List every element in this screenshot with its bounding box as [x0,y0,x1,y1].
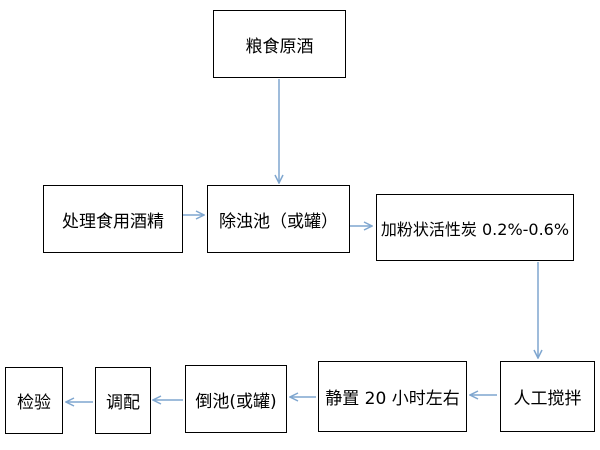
node-label: 加粉状活性炭 0.2%-0.6% [380,219,570,239]
node-grain-base-liquor: 粮食原酒 [213,10,346,78]
node-manual-stirring: 人工搅拌 [500,361,595,432]
node-label: 静置 20 小时左右 [325,389,460,409]
node-label: 倒池(或罐) [195,391,277,412]
node-label: 人工搅拌 [513,389,582,409]
node-inspection: 检验 [5,367,63,434]
node-label: 粮食原酒 [245,36,314,57]
node-label: 调配 [106,393,140,413]
node-label: 除浊池（或罐） [219,211,338,232]
node-pour-tank: 倒池(或罐) [185,365,287,433]
node-label: 处理食用酒精 [62,211,164,232]
node-label: 检验 [17,393,51,413]
node-remove-turbidity-tank: 除浊池（或罐） [207,185,350,253]
node-add-activated-carbon: 加粉状活性炭 0.2%-0.6% [376,194,574,261]
node-stand-20-hours: 静置 20 小时左右 [318,361,467,432]
node-treat-edible-alcohol: 处理食用酒精 [43,185,183,253]
node-blending: 调配 [95,367,151,434]
